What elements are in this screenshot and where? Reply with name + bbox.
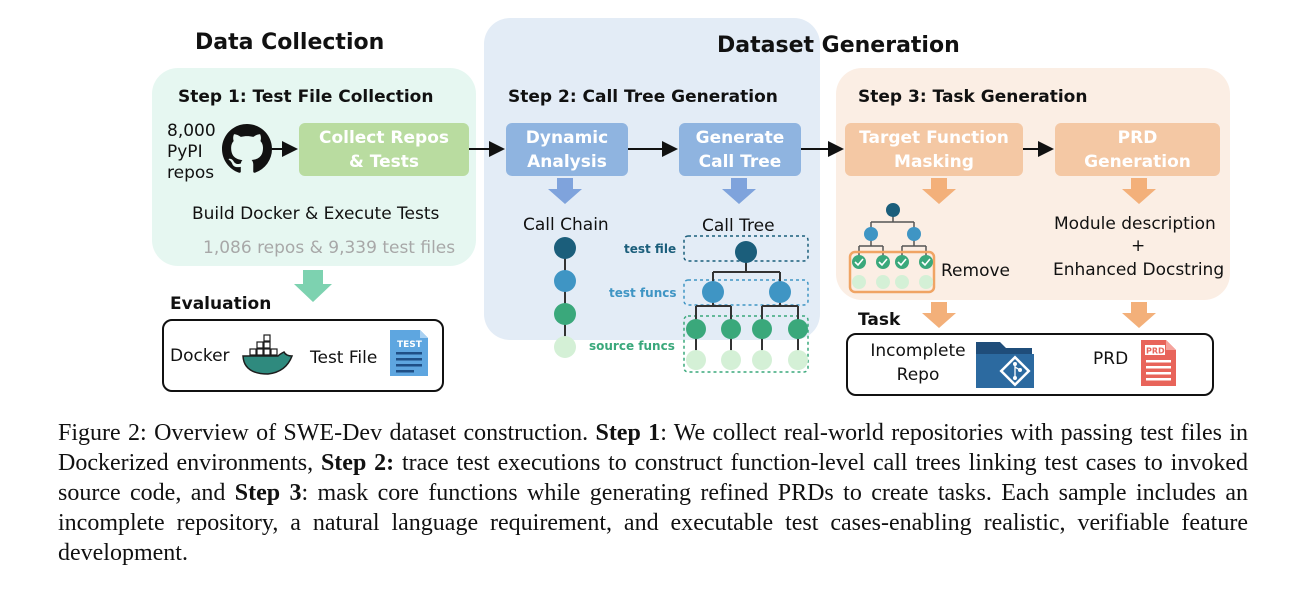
generate-call-tree-box: Generate Call Tree (679, 123, 801, 176)
target-function-masking-box: Target Function Masking (845, 123, 1023, 176)
caption-step3: Step 3 (234, 480, 302, 506)
test-file-eval-label: Test File (310, 348, 378, 368)
step1-title: Step 1: Test File Collection (178, 87, 434, 107)
repo-count-line-1: 8,000 (167, 121, 216, 141)
call-chain-graph (554, 237, 576, 358)
module-description-label: Module description (1054, 214, 1216, 234)
caption-step2: Step 2: (320, 450, 395, 476)
down-arrow-evaluation (294, 270, 332, 302)
caption-text3: : mask core functions while generating r… (58, 480, 1248, 566)
test-file-icon: TEST (390, 330, 428, 376)
down-arrow-task-repo (922, 302, 956, 328)
step2-title: Step 2: Call Tree Generation (508, 87, 778, 107)
repo-count-label: 8,000 PyPI repos (167, 121, 216, 184)
repo-stats-text: 1,086 repos & 9,339 test files (203, 238, 456, 258)
call-chain-node-2 (554, 270, 576, 292)
call-chain-node-3 (554, 303, 576, 325)
diagram-graphics: TEST PRD (242, 141, 1176, 388)
figure-caption: Figure 2: Overview of SWE-Dev dataset co… (58, 418, 1248, 568)
prd-task-label: PRD (1093, 349, 1129, 369)
masked-region-box (848, 250, 936, 294)
caption-intro: Figure 2: Overview of SWE-Dev dataset co… (58, 420, 596, 446)
step3-title: Step 3: Task Generation (858, 87, 1088, 107)
build-docker-text: Build Docker & Execute Tests (192, 204, 440, 224)
down-arrow-call-chain (548, 178, 582, 204)
call-tree-graph (683, 235, 809, 373)
data-collection-title: Data Collection (195, 30, 385, 55)
prd-doc-icon: PRD (1141, 340, 1176, 386)
test-file-label: test file (624, 242, 677, 256)
plus-label: + (1131, 236, 1146, 256)
incomplete-line-1: Incomplete (870, 341, 966, 361)
down-arrow-masking (922, 178, 956, 204)
docker-label: Docker (170, 346, 230, 366)
task-title: Task (858, 310, 901, 330)
test-funcs-label: test funcs (609, 286, 677, 300)
down-arrow-prd (1122, 178, 1156, 204)
caption-step1: Step 1 (595, 420, 661, 446)
collect-repos-box: Collect Repos & Tests (299, 123, 469, 176)
docker-icon (242, 334, 294, 375)
remove-label: Remove (941, 261, 1010, 281)
call-chain-label: Call Chain (523, 215, 609, 235)
folder-git-icon (976, 342, 1034, 388)
call-chain-node-1 (554, 237, 576, 259)
down-arrow-task-prd (1122, 302, 1156, 328)
github-icon (222, 124, 272, 173)
call-tree-label: Call Tree (702, 216, 775, 236)
incomplete-line-2: Repo (896, 365, 940, 385)
dataset-generation-title: Dataset Generation (717, 33, 960, 58)
call-chain-node-4 (554, 336, 576, 358)
caption-text2: trace test executions to construct funct… (58, 450, 1248, 506)
dataset-generation-panel (484, 18, 820, 340)
dynamic-analysis-box: Dynamic Analysis (506, 123, 628, 176)
test-icon-text: TEST (397, 340, 423, 350)
repo-count-line-3: repos (167, 163, 215, 183)
incomplete-repo-label: Incomplete Repo (868, 339, 968, 387)
caption-text1: : We collect real-world repositories wit… (58, 420, 1249, 476)
repo-count-line-2: PyPI (167, 142, 203, 162)
evaluation-title: Evaluation (170, 294, 272, 314)
masked-tree-graph (848, 203, 936, 294)
prd-icon-text: PRD (1146, 347, 1165, 356)
down-arrow-call-tree (722, 178, 756, 204)
source-funcs-label: source funcs (589, 339, 675, 353)
enhanced-docstring-label: Enhanced Docstring (1053, 260, 1225, 280)
prd-generation-box: PRD Generation (1055, 123, 1220, 176)
